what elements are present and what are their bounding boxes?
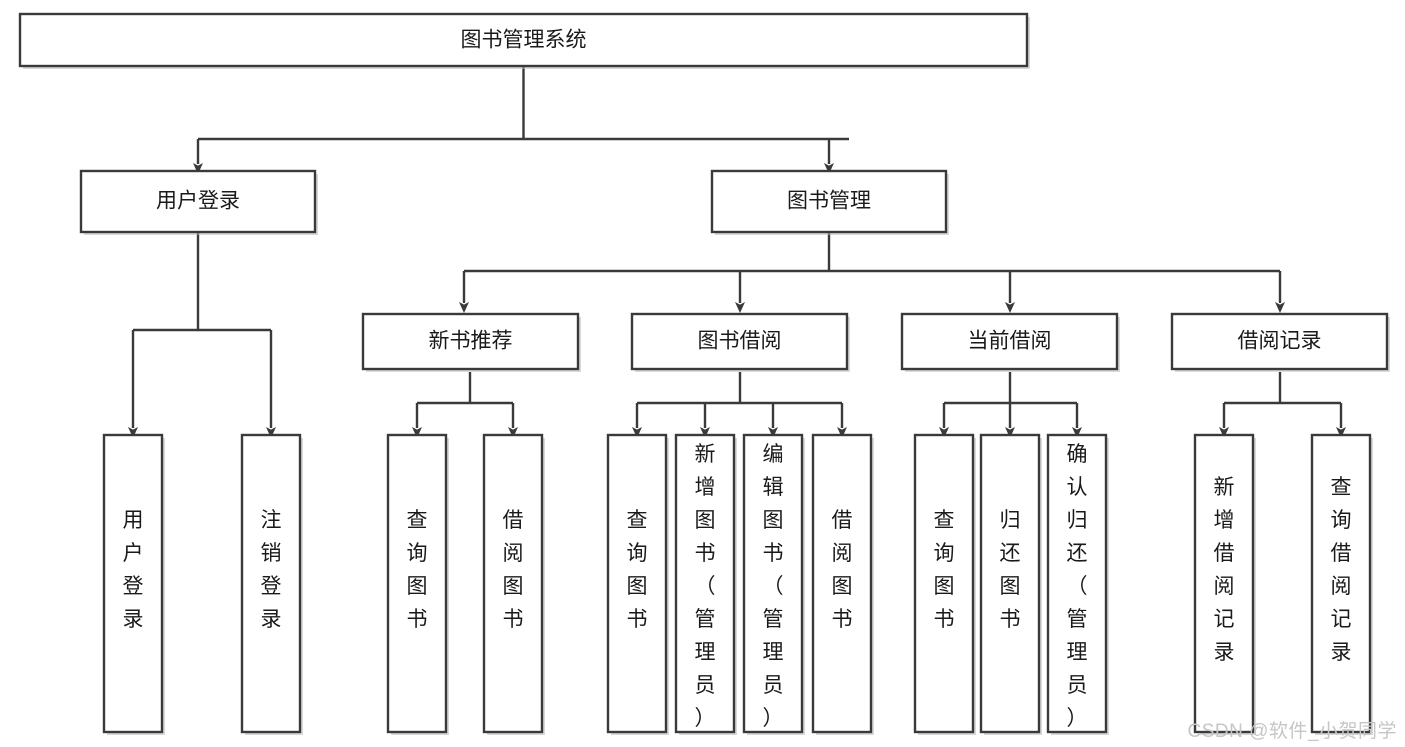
node-leaf-edit-book[interactable]: 编辑图书（管理员） [742, 433, 805, 735]
node-leaf-borrow-book-2-label: 借阅图书 [832, 509, 853, 631]
node-leaf-edit-book-label: 编辑图书（管理员） [763, 443, 784, 730]
node-book-borrow[interactable]: 图书借阅 [630, 312, 850, 372]
node-leaf-add-record-label: 新增借阅记录 [1214, 476, 1235, 664]
node-user-login-label: 用户登录 [156, 190, 240, 213]
node-current-borrow[interactable]: 当前借阅 [900, 312, 1120, 372]
node-leaf-query-record-label: 查询借阅记录 [1331, 476, 1352, 664]
node-current-borrow-label: 当前借阅 [968, 330, 1052, 353]
node-root-label: 图书管理系统 [461, 29, 587, 52]
node-leaf-return-book-label: 归还图书 [1000, 509, 1021, 631]
node-leaf-query-book-3-label: 查询图书 [934, 509, 955, 631]
node-leaf-query-book-1-label: 查询图书 [407, 509, 428, 631]
node-book-borrow-label: 图书借阅 [698, 330, 782, 353]
node-leaf-borrow-book-2[interactable]: 借阅图书 [811, 433, 874, 735]
node-leaf-query-book-3[interactable]: 查询图书 [913, 433, 976, 735]
edges-layer [128, 66, 1346, 438]
node-leaf-return-book[interactable]: 归还图书 [979, 433, 1042, 735]
node-leaf-confirm-return[interactable]: 确认归还（管理员） [1046, 433, 1109, 735]
node-root[interactable]: 图书管理系统 [18, 12, 1030, 69]
node-new-book-rec[interactable]: 新书推荐 [361, 312, 581, 372]
node-leaf-user-login[interactable]: 用户登录 [102, 433, 165, 735]
node-leaf-add-book-label: 新增图书（管理员） [695, 443, 716, 730]
node-leaf-query-book-2[interactable]: 查询图书 [606, 433, 669, 735]
node-book-manage[interactable]: 图书管理 [710, 169, 949, 235]
node-leaf-borrow-book-1-label: 借阅图书 [503, 509, 524, 631]
node-user-login[interactable]: 用户登录 [79, 169, 318, 235]
node-leaf-logout-login-label: 注销登录 [261, 509, 282, 631]
node-book-manage-label: 图书管理 [787, 190, 871, 213]
node-leaf-query-book-1[interactable]: 查询图书 [386, 433, 449, 735]
node-leaf-logout-login[interactable]: 注销登录 [240, 433, 303, 735]
node-leaf-query-book-2-label: 查询图书 [627, 509, 648, 631]
node-leaf-confirm-return-label: 确认归还（管理员） [1067, 443, 1088, 730]
node-leaf-query-record[interactable]: 查询借阅记录 [1310, 433, 1373, 735]
node-borrow-record-label: 借阅记录 [1238, 330, 1322, 353]
node-leaf-borrow-book-1[interactable]: 借阅图书 [482, 433, 545, 735]
node-leaf-add-record[interactable]: 新增借阅记录 [1193, 433, 1256, 735]
node-new-book-rec-label: 新书推荐 [429, 330, 513, 353]
node-leaf-add-book[interactable]: 新增图书（管理员） [674, 433, 737, 735]
node-borrow-record[interactable]: 借阅记录 [1170, 312, 1390, 372]
node-leaf-user-login-label: 用户登录 [123, 509, 144, 631]
